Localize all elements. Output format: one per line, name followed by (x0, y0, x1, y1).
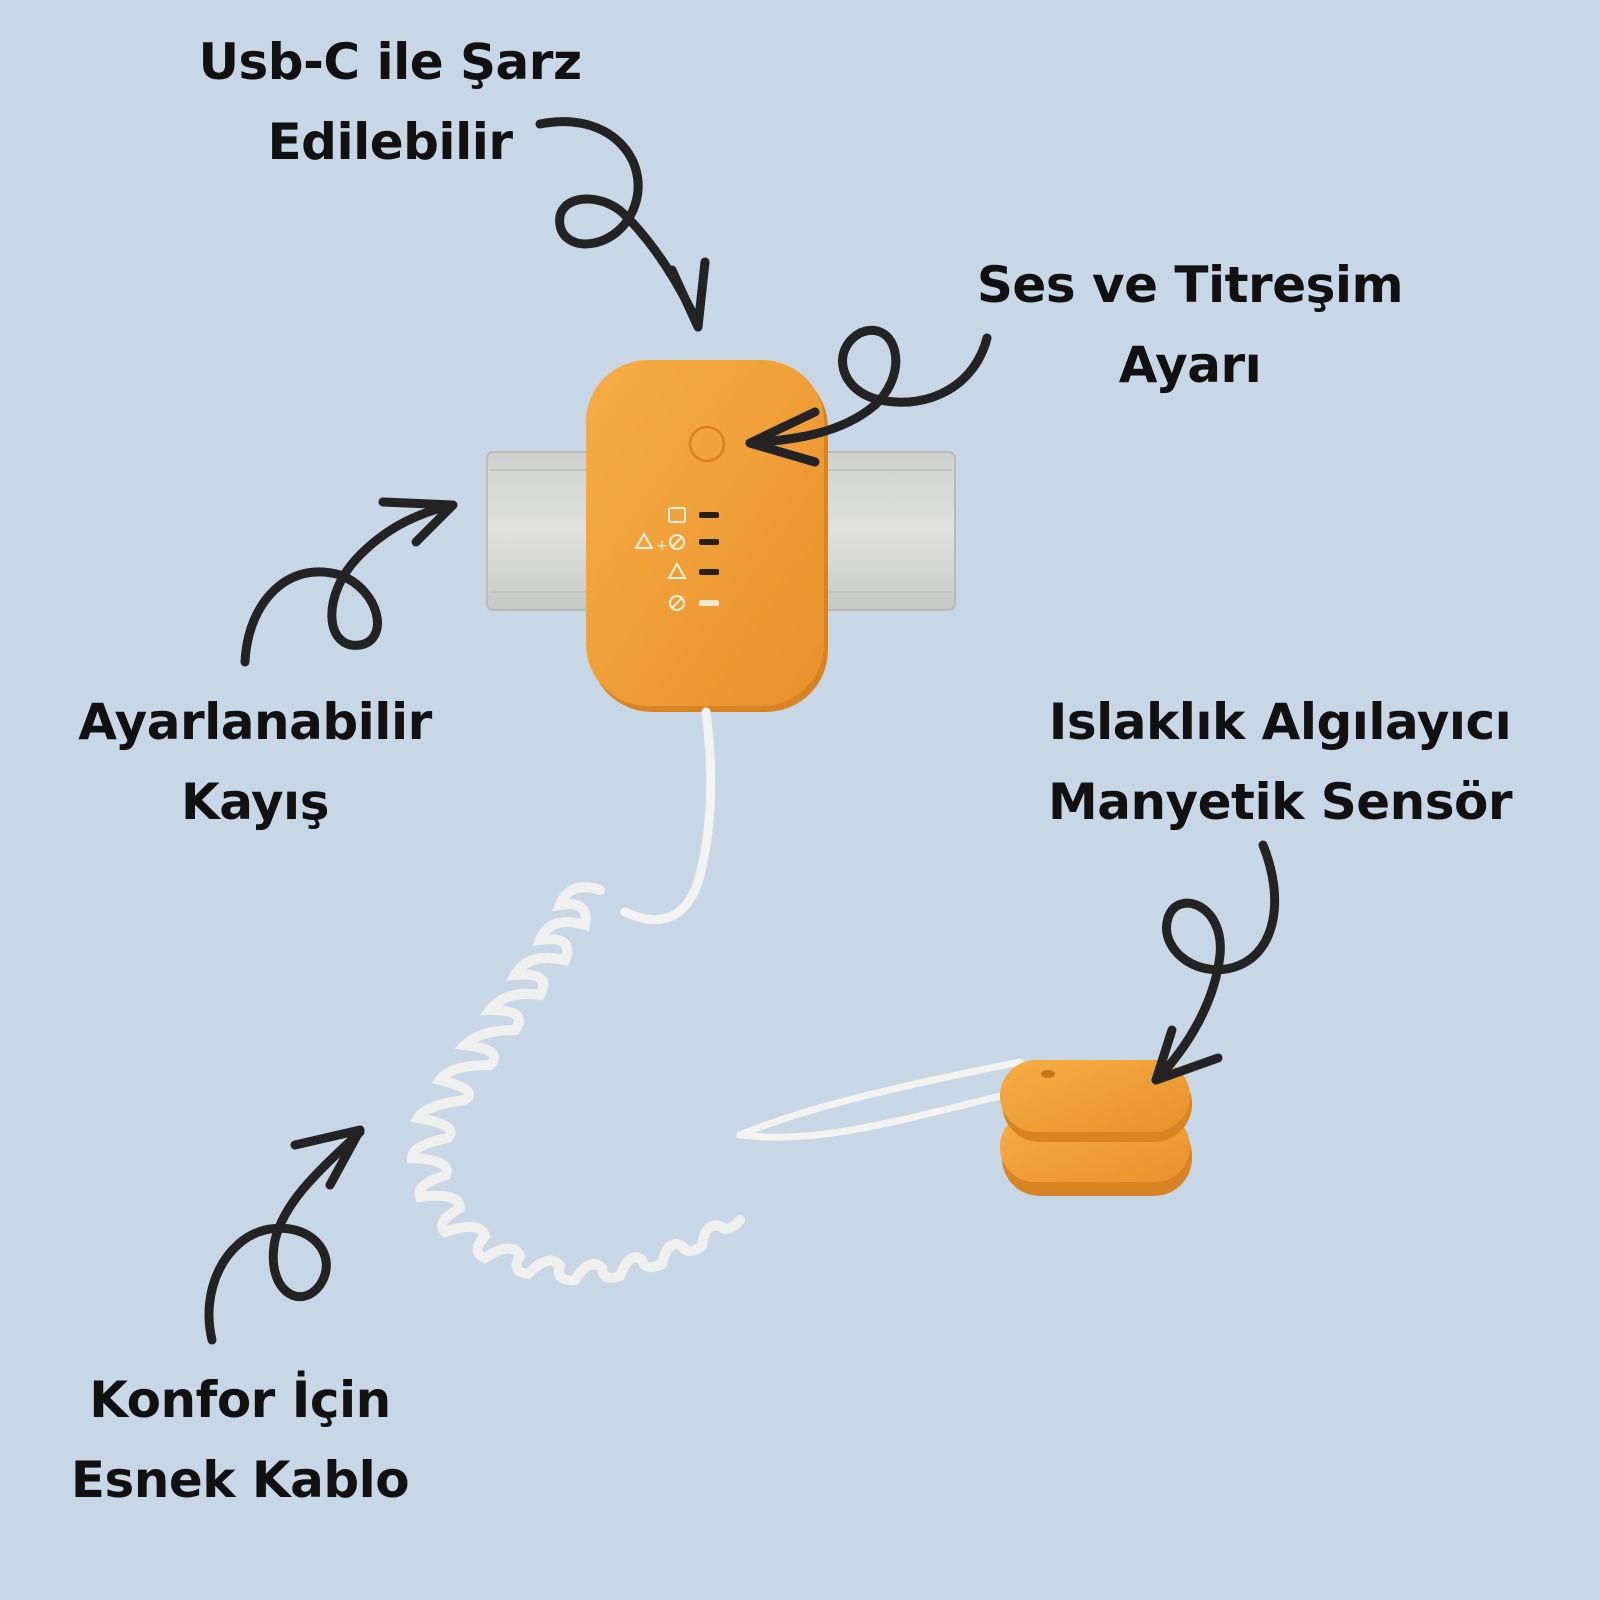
magnetic-sensor (1000, 1060, 1192, 1196)
label-flexible-cable-line2: Esnek Kablo (70, 1451, 410, 1509)
sensor-arrow-icon (1151, 840, 1280, 1085)
label-adjustable-strap-line1: Ayarlanabilir (78, 693, 432, 751)
usb-arrow-icon (535, 117, 710, 332)
sound-icon: + (634, 531, 719, 554)
label-adjustable-strap: Ayarlanabilir Kayış (20, 682, 490, 842)
label-flexible-cable: Konfor İçin Esnek Kablo (20, 1360, 460, 1520)
label-flexible-cable-line1: Konfor İçin (89, 1371, 391, 1429)
strap-arrow-icon (240, 497, 458, 667)
label-usb-charge: Usb-C ile Şarz Edilebilir (140, 22, 640, 182)
label-wetness-sensor-line1: Islaklık Algılayıcı (1048, 693, 1512, 751)
power-button-icon (688, 425, 726, 463)
svg-text:+: + (656, 538, 668, 554)
label-wetness-sensor-line2: Manyetik Sensör (1047, 773, 1513, 831)
label-usb-charge-line1: Usb-C ile Şarz (198, 33, 582, 91)
label-sound-vibration-line1: Ses ve Titreşim (976, 256, 1404, 314)
label-sound-vibration: Ses ve Titreşim Ayarı (930, 245, 1450, 405)
sound-arrow-icon (745, 326, 992, 467)
label-usb-charge-line2: Edilebilir (267, 113, 514, 171)
label-wetness-sensor: Islaklık Algılayıcı Manyetik Sensör (990, 682, 1570, 842)
flexible-cable (406, 707, 1029, 1286)
alarm-unit: + (586, 360, 828, 712)
label-sound-vibration-line2: Ayarı (1118, 336, 1262, 394)
mute-icon (669, 595, 719, 611)
arrows (204, 117, 1280, 1345)
label-adjustable-strap-line2: Kayış (181, 773, 329, 831)
vibration-icon (667, 561, 719, 579)
cable-arrow-icon (204, 1125, 365, 1345)
battery-icon (668, 507, 719, 523)
